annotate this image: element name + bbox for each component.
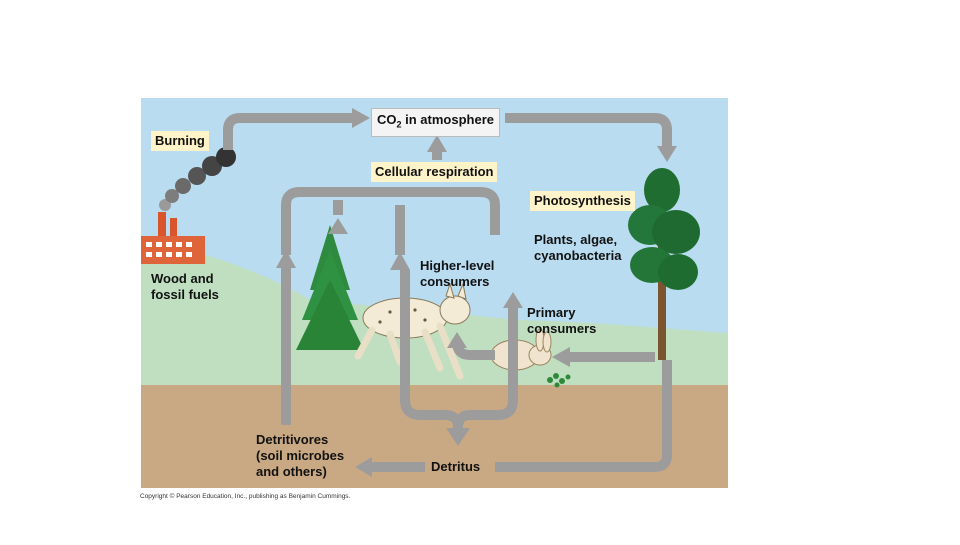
detritivores-label: Detritivores (soil microbes and others): [256, 432, 344, 480]
factory-icon: [141, 212, 205, 264]
smoke-icon: [159, 147, 236, 211]
wood-fossil-line-1: Wood and: [151, 271, 214, 286]
detritivores-line-3: and others): [256, 464, 327, 479]
plants-icon: [547, 373, 571, 388]
plants-label-line-2: cyanobacteria: [534, 248, 622, 263]
arrow-burning-to-co2: [223, 113, 355, 150]
conifer-tree-icon: [296, 225, 364, 350]
higher-consumers-line-1: Higher-level: [420, 258, 495, 273]
primary-consumers-line-1: Primary: [527, 305, 576, 320]
detritus-label: Detritus: [431, 459, 481, 474]
arrow-co2-to-tree: [505, 113, 672, 150]
photosynthesis-label: Photosynthesis: [530, 191, 635, 211]
detritivores-line-2: (soil microbes: [256, 448, 345, 463]
burning-label: Burning: [151, 131, 209, 151]
primary-consumers-line-2: consumers: [527, 321, 597, 336]
flow-arrows: [223, 113, 672, 472]
wood-fossil-line-2: fossil fuels: [151, 287, 219, 302]
higher-consumers-line-2: consumers: [420, 274, 490, 289]
co2-atmosphere-label: CO2 in atmosphere: [371, 108, 500, 137]
arrow-respiration-branches: [281, 187, 500, 255]
plants-label-line-1: Plants, algae,: [534, 232, 618, 247]
copyright-text: Copyright © Pearson Education, Inc., pub…: [140, 493, 351, 500]
arrow-tree-to-detritus: [495, 360, 672, 472]
arrowheads: [276, 108, 677, 477]
detritivores-line-1: Detritivores: [256, 432, 329, 447]
wood-fossil-label: Wood and fossil fuels: [151, 271, 219, 303]
cellular-respiration-label: Cellular respiration: [371, 162, 498, 182]
tall-tree-icon: [628, 168, 700, 360]
primary-consumers-label: Primary consumers: [527, 305, 596, 337]
higher-consumers-label: Higher-level consumers: [420, 258, 494, 290]
plants-label: Plants, algae, cyanobacteria: [534, 232, 621, 264]
